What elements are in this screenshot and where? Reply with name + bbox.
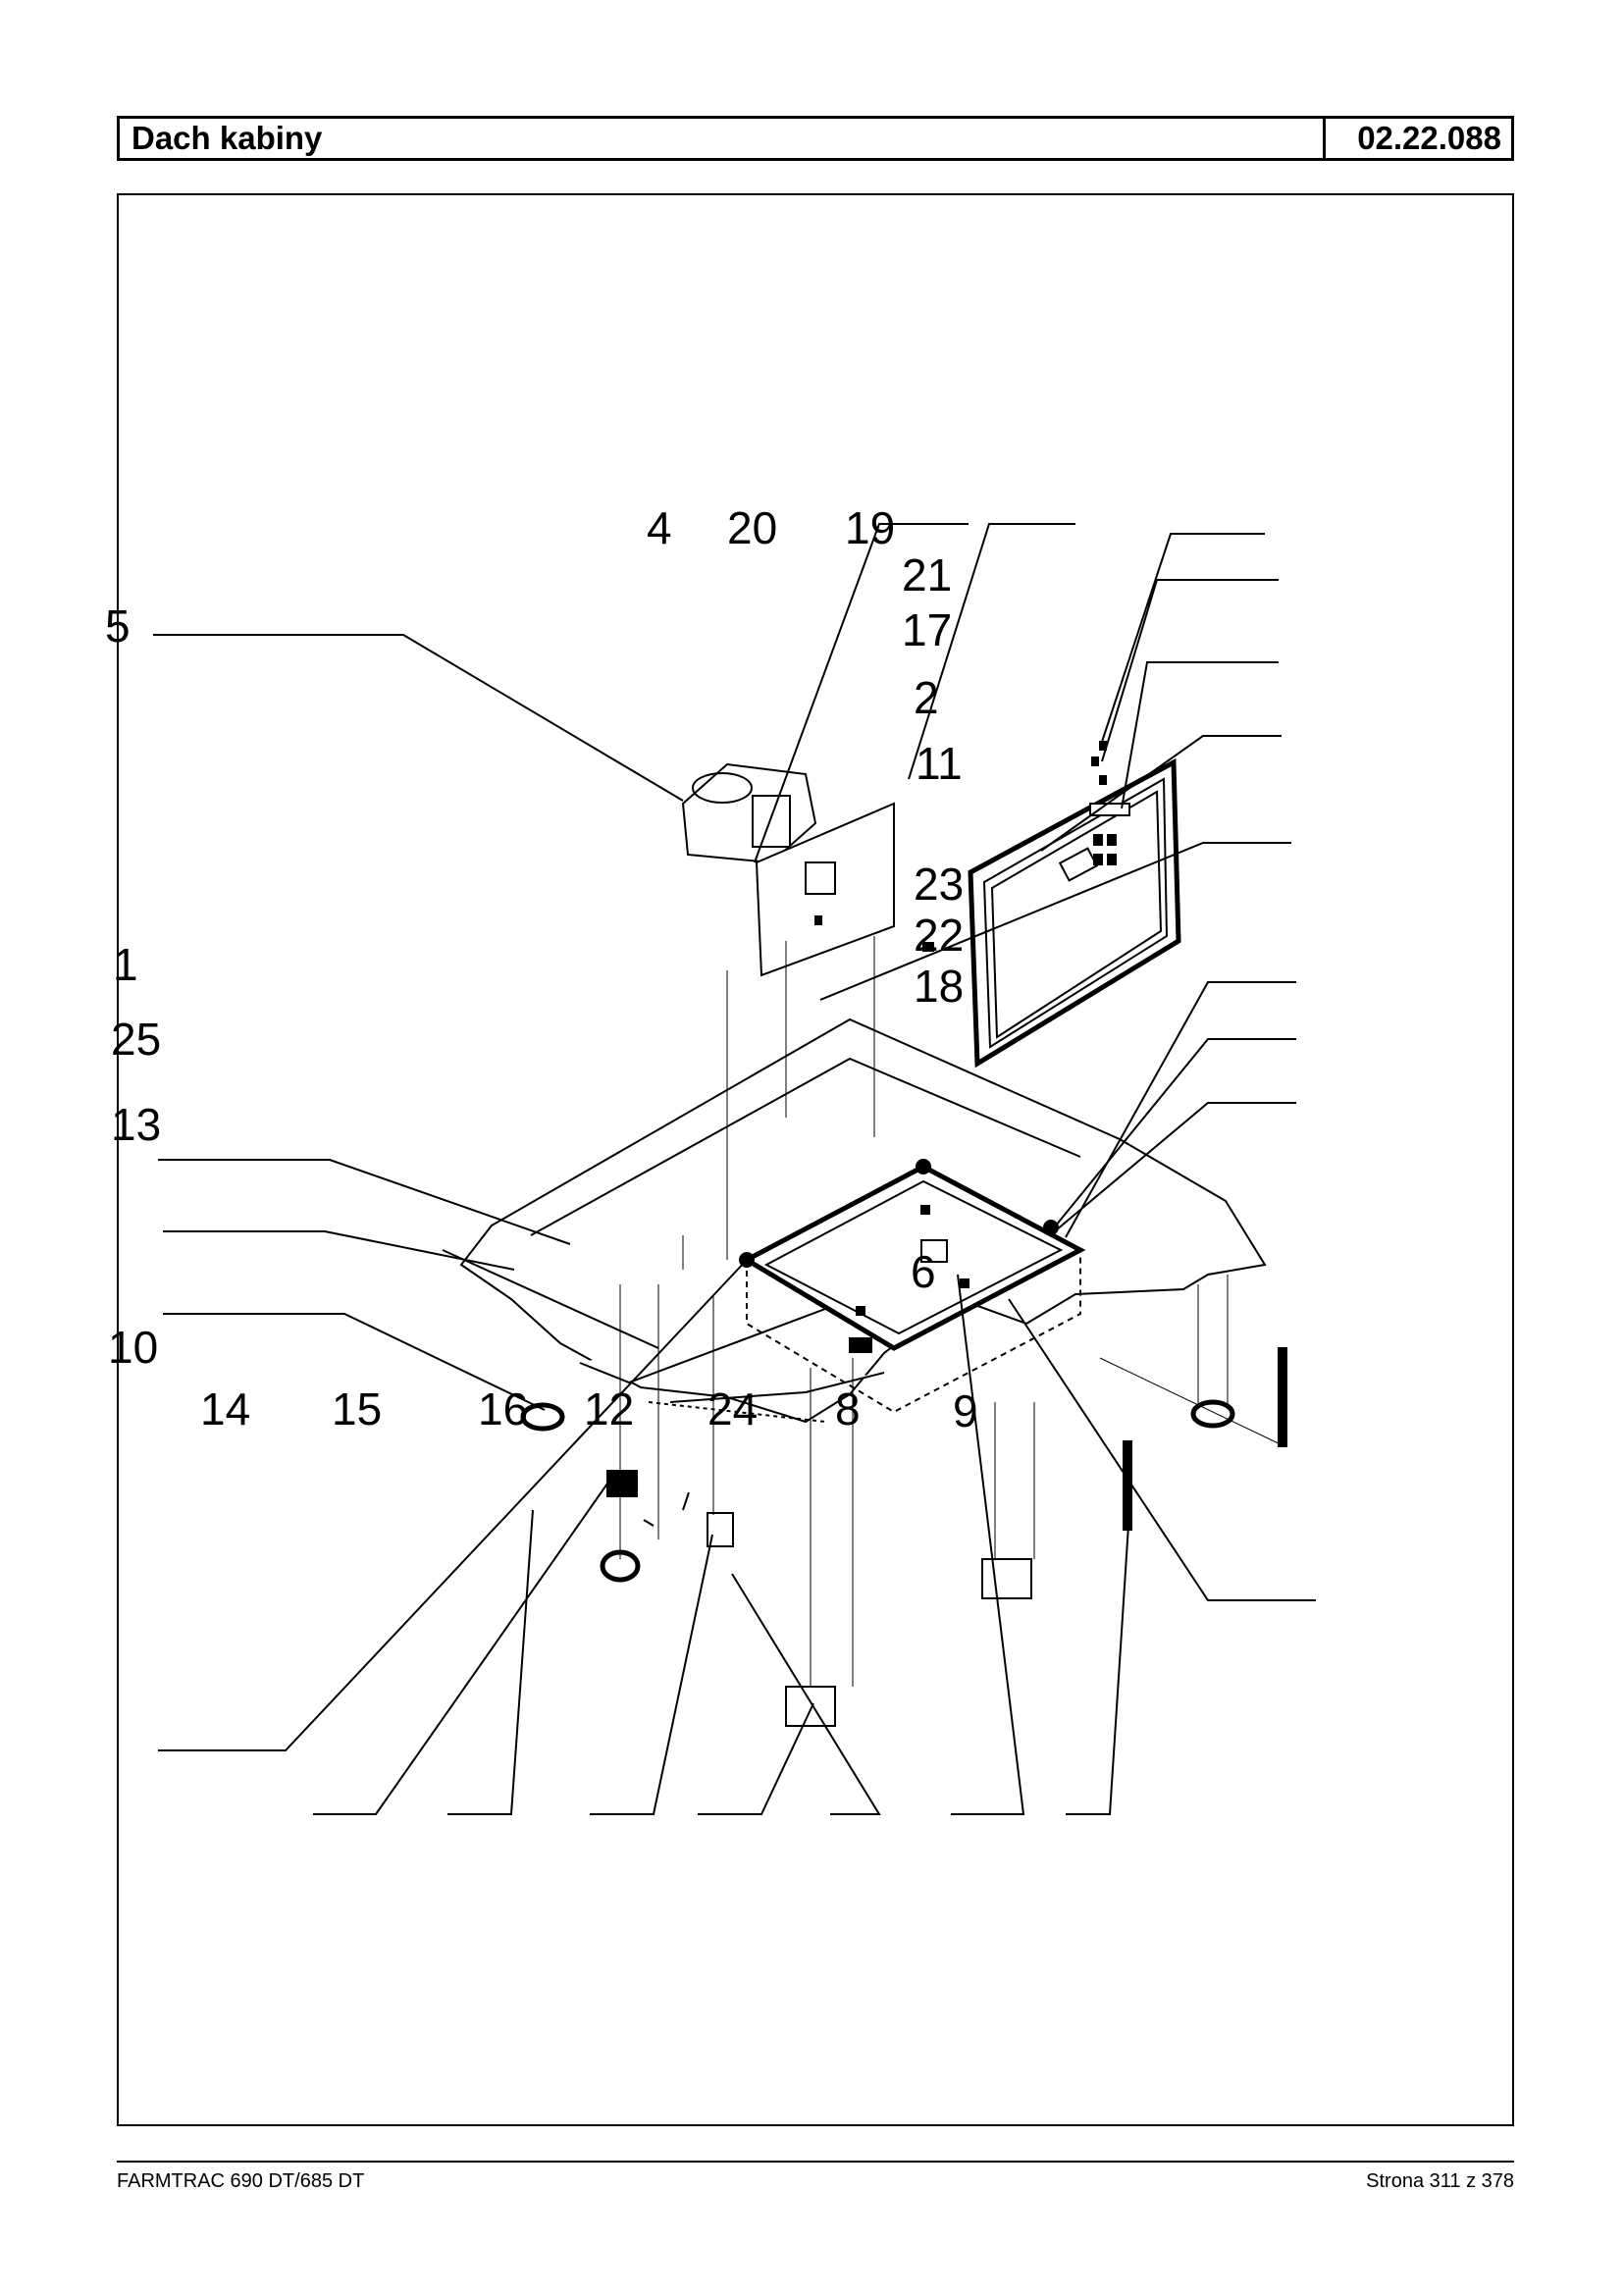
callout-13: 13 bbox=[111, 1099, 161, 1150]
callout-17: 17 bbox=[902, 604, 952, 655]
page-title: Dach kabiny bbox=[131, 120, 323, 156]
footer-page-number: Strona 311 z 378 bbox=[1366, 2170, 1514, 2192]
exploded-diagram: 4 20 19 21 17 2 11 5 23 22 18 1 25 13 6 … bbox=[105, 502, 1316, 1815]
assembly-lines bbox=[619, 936, 1285, 1687]
callout-16: 16 bbox=[478, 1383, 528, 1434]
callout-numbers: 4 20 19 21 17 2 11 5 23 22 18 1 25 13 6 … bbox=[105, 502, 978, 1436]
callout-6: 6 bbox=[911, 1246, 936, 1297]
callout-1: 1 bbox=[113, 939, 138, 990]
window-panel bbox=[968, 757, 1181, 1069]
footer-divider bbox=[117, 2161, 1514, 2163]
callout-11: 11 bbox=[916, 738, 963, 789]
callout-24: 24 bbox=[707, 1383, 758, 1434]
footer-model: FARMTRAC 690 DT/685 DT bbox=[117, 2170, 365, 2192]
callout-22: 22 bbox=[914, 910, 964, 961]
callout-14: 14 bbox=[200, 1383, 250, 1434]
leader-lines bbox=[153, 523, 1316, 1815]
callout-15: 15 bbox=[332, 1383, 382, 1434]
callout-12: 12 bbox=[584, 1383, 634, 1434]
diagram-frame: 4 20 19 21 17 2 11 5 23 22 18 1 25 13 6 … bbox=[105, 193, 1514, 2126]
latch-parts bbox=[814, 741, 1130, 1215]
callout-8: 8 bbox=[835, 1383, 861, 1434]
page-header: Dach kabiny 02.22.088 bbox=[117, 116, 1514, 161]
lower-parts bbox=[520, 1347, 1287, 1727]
callout-5: 5 bbox=[105, 600, 131, 652]
callout-2: 2 bbox=[914, 672, 939, 723]
callout-20: 20 bbox=[727, 502, 777, 553]
part-group-code: 02.22.088 bbox=[1323, 119, 1511, 158]
callout-10: 10 bbox=[108, 1322, 158, 1373]
callout-25: 25 bbox=[111, 1014, 161, 1065]
callout-19: 19 bbox=[845, 502, 895, 553]
callout-23: 23 bbox=[914, 859, 964, 910]
handle-bracket bbox=[681, 762, 895, 977]
callout-9: 9 bbox=[953, 1385, 978, 1436]
callout-21: 21 bbox=[902, 549, 952, 600]
callout-18: 18 bbox=[914, 961, 964, 1012]
callout-4: 4 bbox=[647, 502, 672, 553]
